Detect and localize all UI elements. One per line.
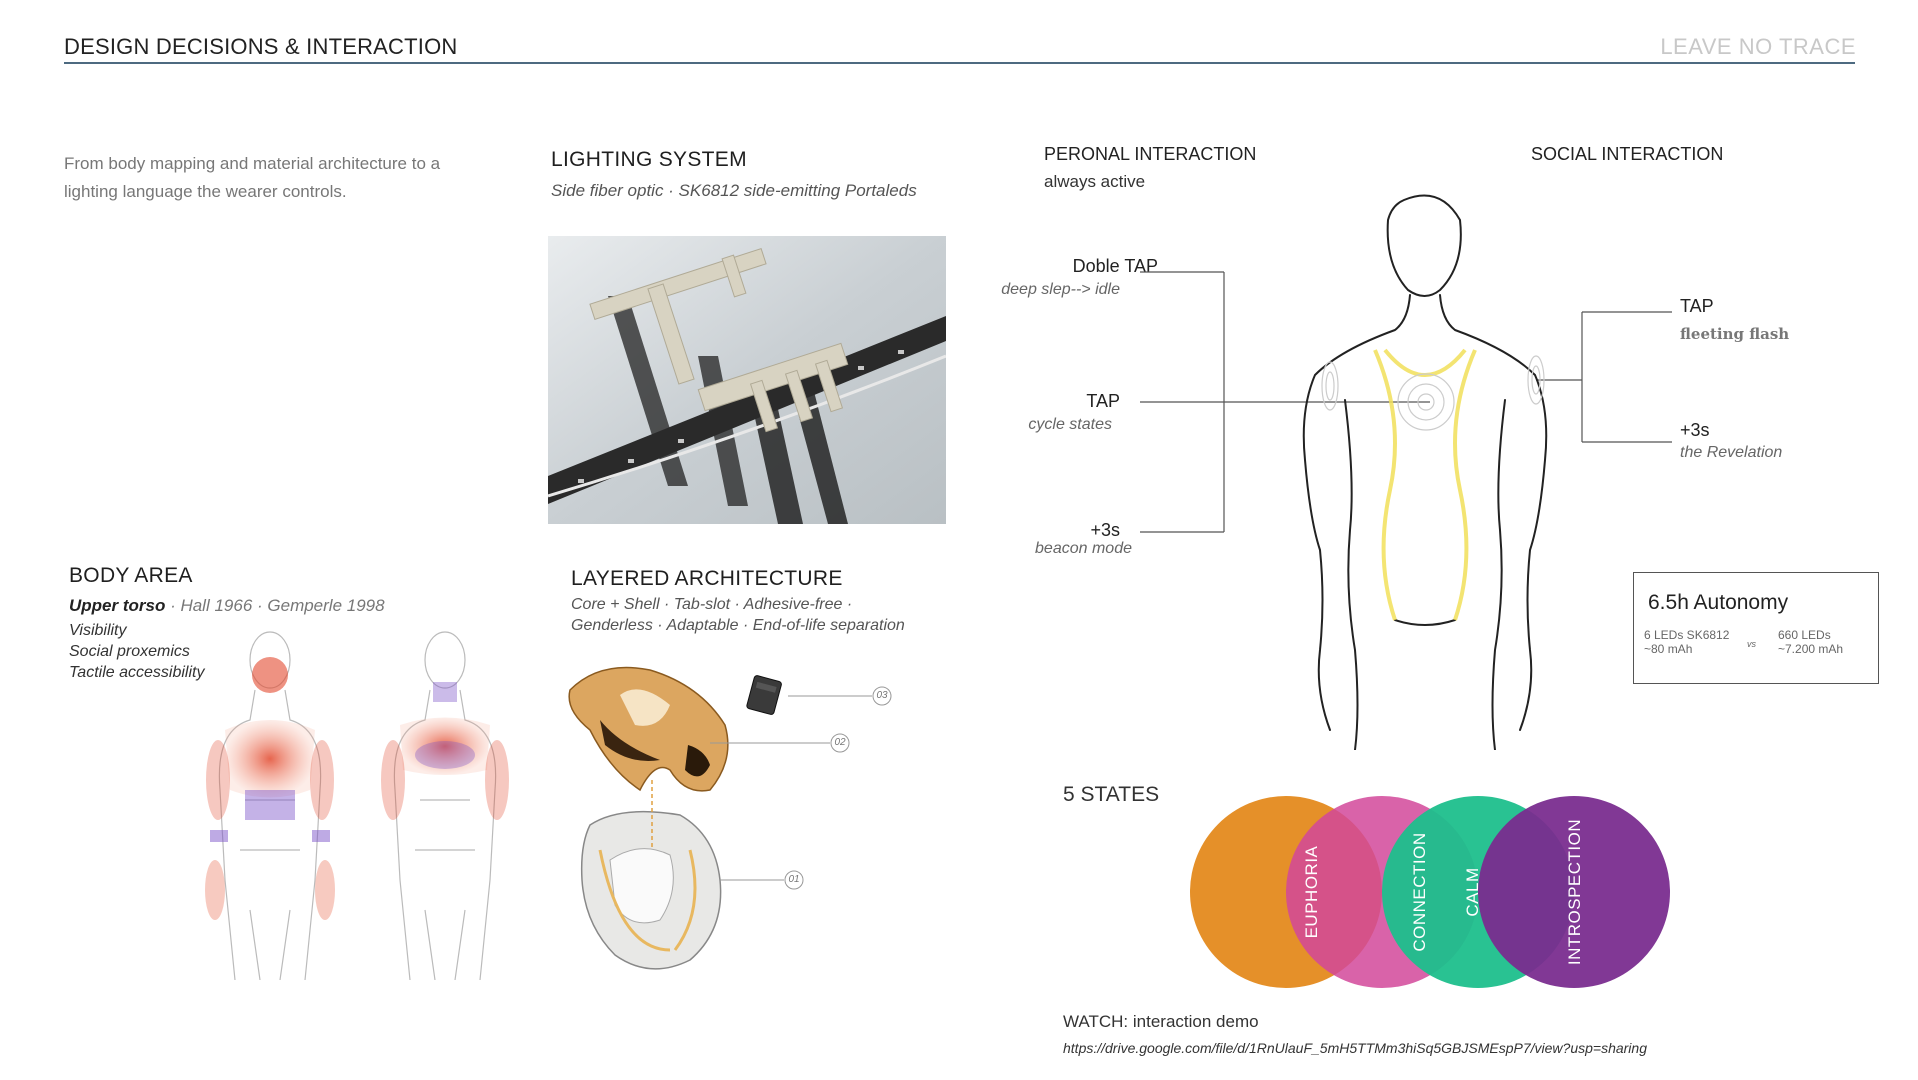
body-area-citations: · Hall 1966 · Gemperle 1998 (165, 596, 385, 615)
personal-interaction-title: PERONAL INTERACTION (1044, 144, 1257, 164)
personal-action-label: Doble TAP (1072, 256, 1158, 276)
autonomy-high-leds: 660 LEDs (1778, 628, 1831, 642)
autonomy-card: 6.5h Autonomy 6 LEDs SK6812 ~80 mAh vs 6… (1633, 572, 1879, 684)
autonomy-vs: vs (1747, 639, 1756, 649)
personal-action-label: TAP (1086, 391, 1120, 411)
callout-label: 01 (788, 874, 800, 885)
layered-title: LAYERED ARCHITECTURE (571, 567, 843, 590)
state-label: CONNECTION (1410, 832, 1429, 952)
autonomy-low-leds: 6 LEDs SK6812 (1644, 628, 1730, 642)
state-label: CALM (1463, 867, 1482, 917)
autonomy-high-mah: ~7.200 mAh (1778, 642, 1844, 656)
social-action-label: TAP (1680, 296, 1714, 316)
states-venn: EUPHORIA CONNECTION CALM INTROSPECTION (1190, 792, 1680, 992)
state-label: INTROSPECTION (1565, 818, 1584, 966)
personal-action-desc: beacon mode (1035, 540, 1132, 557)
callout-label: 02 (834, 737, 846, 748)
watch-label: WATCH: interaction demo (1063, 1012, 1259, 1031)
callout-label: 03 (876, 690, 888, 701)
lighting-photo (548, 236, 946, 524)
personal-action-label: +3s (1090, 520, 1120, 540)
body-area-item: Social proxemics (69, 643, 190, 660)
body-area-refs: Upper torso · Hall 1966 · Gemperle 1998 (69, 596, 385, 616)
body-area-title: BODY AREA (69, 564, 193, 587)
personal-interaction-subtitle: always active (1044, 172, 1146, 191)
social-action-desc: fleeting flash (1680, 325, 1790, 343)
header-divider (64, 62, 1855, 64)
project-name: LEAVE NO TRACE (1660, 34, 1856, 59)
body-heatmap-figures (190, 630, 530, 981)
social-interaction-title: SOCIAL INTERACTION (1531, 144, 1724, 164)
body-area-focus: Upper torso (69, 596, 166, 615)
layered-line-2: Genderless · Adaptable · End-of-life sep… (571, 617, 905, 634)
body-area-item: Tactile accessibility (69, 664, 205, 681)
personal-action-desc: deep slep--> idle (1001, 281, 1120, 298)
personal-action-desc: cycle states (1028, 416, 1112, 433)
social-action-label: +3s (1680, 420, 1710, 440)
exploded-view-diagram: 03 02 01 (560, 650, 940, 990)
lighting-title: LIGHTING SYSTEM (551, 148, 747, 171)
page-title: DESIGN DECISIONS & INTERACTION (64, 34, 458, 59)
states-title: 5 STATES (1063, 783, 1160, 806)
social-action-desc: the Revelation (1680, 444, 1783, 461)
demo-link[interactable]: https://drive.google.com/file/d/1RnUlauF… (1063, 1040, 1647, 1056)
layered-line-1: Core + Shell · Tab-slot · Adhesive-free … (571, 596, 853, 613)
lighting-subtitle: Side fiber optic · SK6812 side-emitting … (551, 181, 917, 200)
interaction-figure (1132, 190, 1760, 751)
intro-text: From body mapping and material architect… (64, 154, 441, 201)
autonomy-low-mah: ~80 mAh (1644, 642, 1693, 656)
autonomy-title: 6.5h Autonomy (1648, 591, 1789, 614)
body-area-item: Visibility (69, 622, 127, 639)
state-label: EUPHORIA (1302, 845, 1321, 939)
